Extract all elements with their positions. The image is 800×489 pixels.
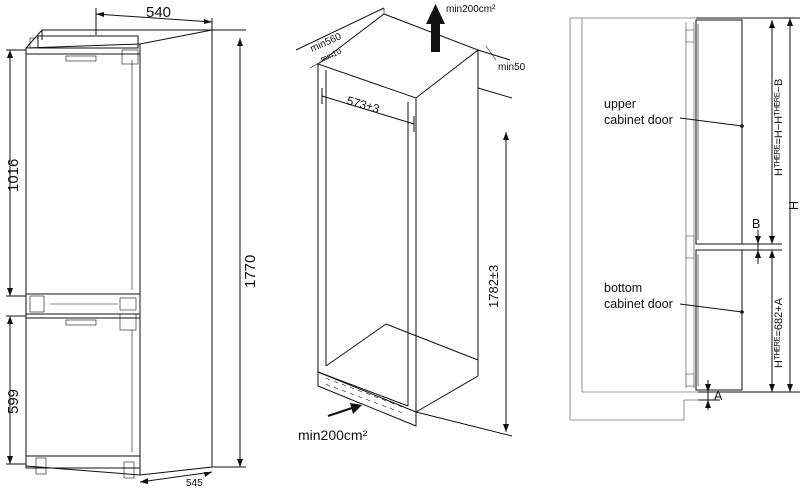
inner-width-dimension-line [321,95,415,125]
plinth-vent [317,371,417,427]
base-plinth [25,455,141,469]
arrowhead [204,472,212,477]
hinge-block [119,313,137,331]
niche-top-face [316,13,480,99]
cabinet-section-view: upper cabinet door bottom cabinet door H… [569,17,800,421]
arrowhead [787,384,793,392]
dim-ext-line [415,411,513,437]
arrowhead [755,250,761,258]
width-dimension-line [95,13,213,23]
hinge-block [121,49,139,65]
width-label: 540 [146,4,171,21]
arrowhead [140,478,148,484]
upper-door-label-line1: upper [604,97,636,111]
hinge-block [29,37,39,49]
middle-hinge [685,235,695,259]
middle-hinge-zone [25,293,141,315]
depth-dimension-line [139,471,213,483]
hinge-block [29,295,45,313]
arrowhead [503,424,509,432]
upper-door-label-line2: cabinet door [604,113,673,127]
appliance-view: 540 [5,4,259,489]
arrowhead [769,384,775,392]
niche-view: min560 min10 min50 min200cm² 573±3 1782±… [295,4,526,443]
lower-door-dimension-label: 599 [5,389,22,414]
upper-door-formula: Hᵀᴴᴱᴿᴱ=H−Hᵀᴴᴱᴿᴱ−B [773,79,785,176]
hinge-block [119,297,137,311]
arrowhead [96,12,104,17]
min-depth-dimension-line [295,7,385,51]
min-top-dimension-line [477,49,511,61]
arrowhead [503,132,509,140]
appliance-top-edge [139,29,213,45]
arrowhead [7,288,13,296]
upper-door-dimension-label: 1016 [5,159,22,192]
overall-height-label: H [787,201,800,210]
arrowhead [237,459,243,467]
dim-ext-line [477,87,513,99]
arrowhead [237,38,243,46]
arrowhead [7,316,13,324]
arrowhead [7,456,13,464]
vent-arrow-in-shaft [327,407,353,417]
upper-door-leader [679,117,743,127]
niche-floor-right [385,323,479,361]
arrowhead [705,400,711,408]
upper-cabinet-door [695,19,743,245]
arrowhead [769,20,775,28]
bottom-door-label-line1: bottom [604,281,642,295]
dim-ext-line [485,45,497,61]
arrowhead [755,236,761,244]
appliance-outline [25,29,213,476]
appliance-top-front [25,43,141,49]
top-hinge [685,29,695,43]
bottom-door-label-line2: cabinet door [604,297,673,311]
min-gap-dimension-line [309,54,335,69]
bottom-cabinet-door [695,249,743,391]
top-vent-label: min200cm² [446,4,496,15]
door-handle-slot [65,319,97,326]
niche-height-label: 1782±3 [486,265,501,308]
adjustable-foot [123,461,135,479]
niche-floor-back [325,323,387,367]
vent-arrow-in-icon [350,403,362,414]
bottom-door-formula: Hᵀᴴᴱᴿᴱ=682+A [773,297,785,368]
arrowhead [769,236,775,244]
inner-width-label: 573±3 [345,93,381,116]
arrowhead [204,19,212,24]
bottom-vent-label: min200cm² [298,427,368,443]
arrowhead [705,384,711,392]
vent-slots [325,377,403,414]
upper-door-panel [25,53,141,295]
total-height-label: 1770 [242,255,259,288]
arrowhead [7,50,13,58]
bottom-hinge [685,373,695,387]
arrowhead [769,250,775,258]
depth-label: 545 [186,478,203,489]
gap-b-label: B [752,217,760,231]
adjustable-foot [35,457,47,475]
bottom-door-leader [679,303,743,313]
arrowhead [787,18,793,26]
vent-arrow-up-shaft [431,22,440,52]
min-top-label: min50 [498,62,526,73]
door-handle-slot [65,55,97,62]
gap-a-label: A [714,389,723,403]
niche-bottom-edge [415,375,479,413]
lower-door-panel [25,317,141,457]
vent-arrow-up-icon [426,4,445,24]
